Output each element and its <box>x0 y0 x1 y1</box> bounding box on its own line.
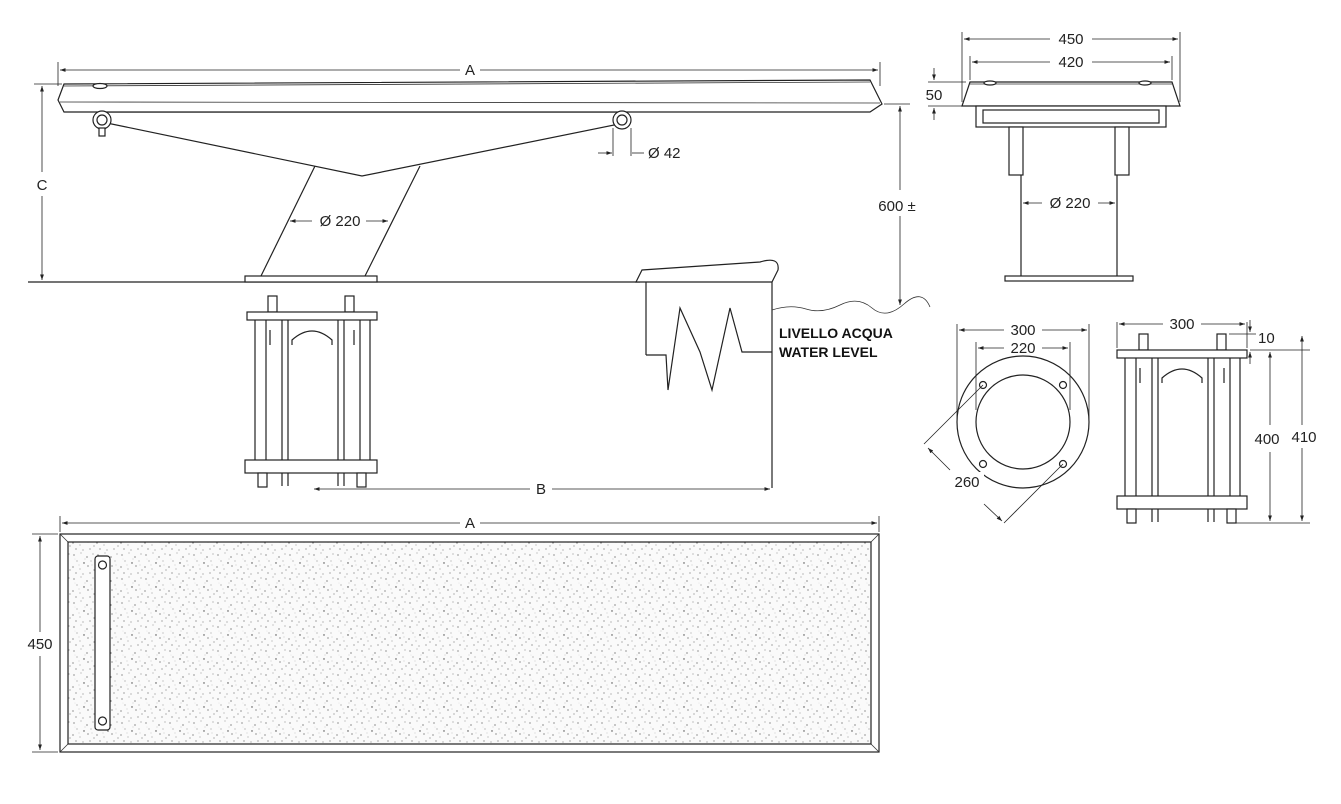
plan-length-label: A <box>465 515 475 532</box>
pipe-diameter-label: Ø 220 <box>320 213 361 230</box>
hinge-strap <box>94 555 111 731</box>
dim-b-label: B <box>536 481 546 498</box>
bolt-circle-label: 260 <box>954 474 979 491</box>
front-thickness-label: 50 <box>926 87 943 104</box>
dimension-b: B <box>314 481 770 498</box>
board-section <box>961 81 1181 107</box>
dimension-height: 600 ± <box>878 103 916 305</box>
base-inner-diameter-label: 220 <box>1010 340 1035 357</box>
pool-wall <box>635 259 931 488</box>
base-plate-view: 300 220 260 <box>923 322 1090 524</box>
side-anchor-frame <box>244 295 378 488</box>
plan-view: A 450 <box>27 515 880 753</box>
roller <box>612 110 632 130</box>
dimension-pipe-side: Ø 220 <box>290 213 388 230</box>
dimension-c: C <box>34 83 62 280</box>
front-view: 450 420 50 Ø 220 <box>926 31 1181 282</box>
support-column <box>244 165 421 283</box>
total-height-label: 410 <box>1291 429 1316 446</box>
dim-a-label: A <box>465 62 475 79</box>
bolt-projection-label: 10 <box>1258 330 1275 347</box>
fulcrum-bracket <box>101 111 625 177</box>
dimension-roller: Ø 42 <box>598 128 681 162</box>
dimension-a-top: A <box>57 62 881 86</box>
frame-height-label: 400 <box>1254 431 1279 448</box>
height-label: 600 ± <box>878 198 915 215</box>
water-level-label-en: WATER LEVEL <box>779 344 878 360</box>
front-pipe-label: Ø 220 <box>1050 195 1091 212</box>
water-level-label-it: LIVELLO ACQUA <box>779 325 893 341</box>
base-plate-inner <box>975 374 1071 470</box>
base-outer-width-label: 300 <box>1010 322 1035 339</box>
anchor-frame-view: 300 10 400 410 <box>1116 316 1317 524</box>
front-outer-width-label: 450 <box>1058 31 1083 48</box>
rear-hinge <box>92 110 112 137</box>
dim-c-label: C <box>37 177 48 194</box>
roller-diameter-label: Ø 42 <box>648 145 681 162</box>
diving-board <box>57 79 883 113</box>
front-inner-width-label: 420 <box>1058 54 1083 71</box>
plan-width-label: 450 <box>27 636 52 653</box>
side-view: A C Ø 220 Ø 42 600 ± <box>28 62 931 498</box>
anti-slip-surface <box>67 541 872 745</box>
frame-width-label: 300 <box>1169 316 1194 333</box>
